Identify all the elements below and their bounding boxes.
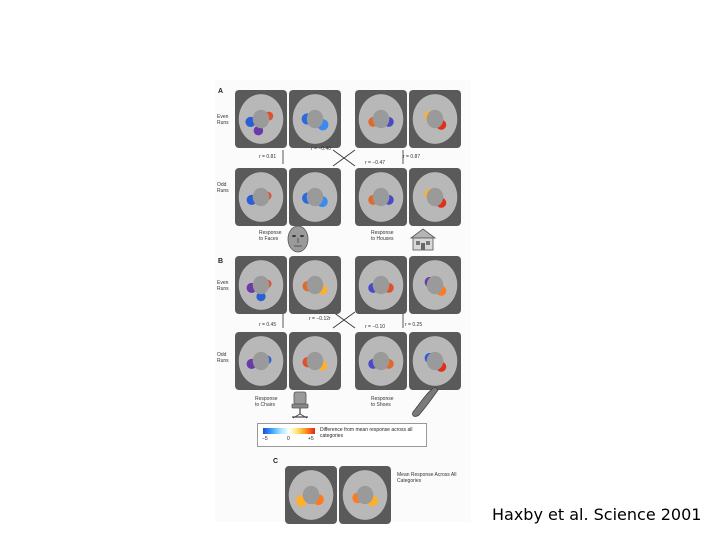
r-value-a-cross-bottom: r = −0.47 xyxy=(365,160,386,166)
brain-map-faces-even xyxy=(235,90,287,148)
colorbar-tick-max: +5 xyxy=(308,436,314,442)
brain-map-houses-odd xyxy=(355,168,407,226)
response-chairs-label: Response to Chairs xyxy=(255,396,278,408)
brain-map-faces-even-2 xyxy=(289,90,341,148)
brain-map-shoes-even xyxy=(355,256,407,314)
colorbar-tick-min: −5 xyxy=(262,436,268,442)
brain-map-chairs-even-2 xyxy=(289,256,341,314)
chair-icon xyxy=(291,391,309,419)
brain-map-chairs-odd xyxy=(235,332,287,390)
odd-runs-label-a: Odd Runs xyxy=(217,182,229,194)
panel-letter-b: B xyxy=(218,258,224,265)
brain-map-faces-odd-2 xyxy=(289,168,341,226)
citation: Haxby et al. Science 2001 xyxy=(492,505,702,524)
brain-map-houses-even-2 xyxy=(409,90,461,148)
r-value-b-right: r = 0.25 xyxy=(405,322,423,328)
face-icon xyxy=(287,225,309,253)
response-houses-label: Response to Houses xyxy=(371,230,394,242)
panel-letter-c: C xyxy=(273,458,279,465)
colorbar-caption: Difference from mean response across all… xyxy=(320,427,413,439)
panel-letter-a: A xyxy=(218,88,224,95)
r-value-a-cross-top: r = −0.40 xyxy=(311,146,332,152)
colorbar-tick-mid: 0 xyxy=(287,436,290,442)
mean-response-caption: Mean Response Across All Categories xyxy=(397,472,457,484)
r-value-b-cross-top: r = −0.12r xyxy=(309,316,331,322)
response-shoes-label: Response to Shoes xyxy=(371,396,394,408)
brain-map-shoes-odd-2 xyxy=(409,332,461,390)
brain-map-shoes-odd xyxy=(355,332,407,390)
r-value-a-left: r = 0.81 xyxy=(259,154,277,160)
brain-map-chairs-odd-2 xyxy=(289,332,341,390)
r-value-b-cross-bottom: r = −0.10 xyxy=(365,324,386,330)
brain-map-mean-1 xyxy=(285,466,337,524)
brain-map-chairs-even xyxy=(235,256,287,314)
house-icon xyxy=(409,228,437,251)
brain-map-shoes-even-2 xyxy=(409,256,461,314)
brain-map-houses-even xyxy=(355,90,407,148)
figure: A Even Runs Odd Runs r = 0.81 r = −0.40 … xyxy=(215,80,471,524)
even-runs-label-b: Even Runs xyxy=(217,280,229,292)
colorbar: −5 0 +5 Difference from mean response ac… xyxy=(257,423,427,447)
even-runs-label-a: Even Runs xyxy=(217,114,229,126)
shoe-icon xyxy=(412,386,439,417)
response-faces-label: Response to Faces xyxy=(259,230,282,242)
r-value-a-right: r = 0.87 xyxy=(403,154,421,160)
colorbar-gradient xyxy=(263,428,315,434)
odd-runs-label-b: Odd Runs xyxy=(217,352,229,364)
r-value-b-left: r = 0.45 xyxy=(259,322,277,328)
brain-map-mean-2 xyxy=(339,466,391,524)
brain-map-faces-odd xyxy=(235,168,287,226)
brain-map-houses-odd-2 xyxy=(409,168,461,226)
